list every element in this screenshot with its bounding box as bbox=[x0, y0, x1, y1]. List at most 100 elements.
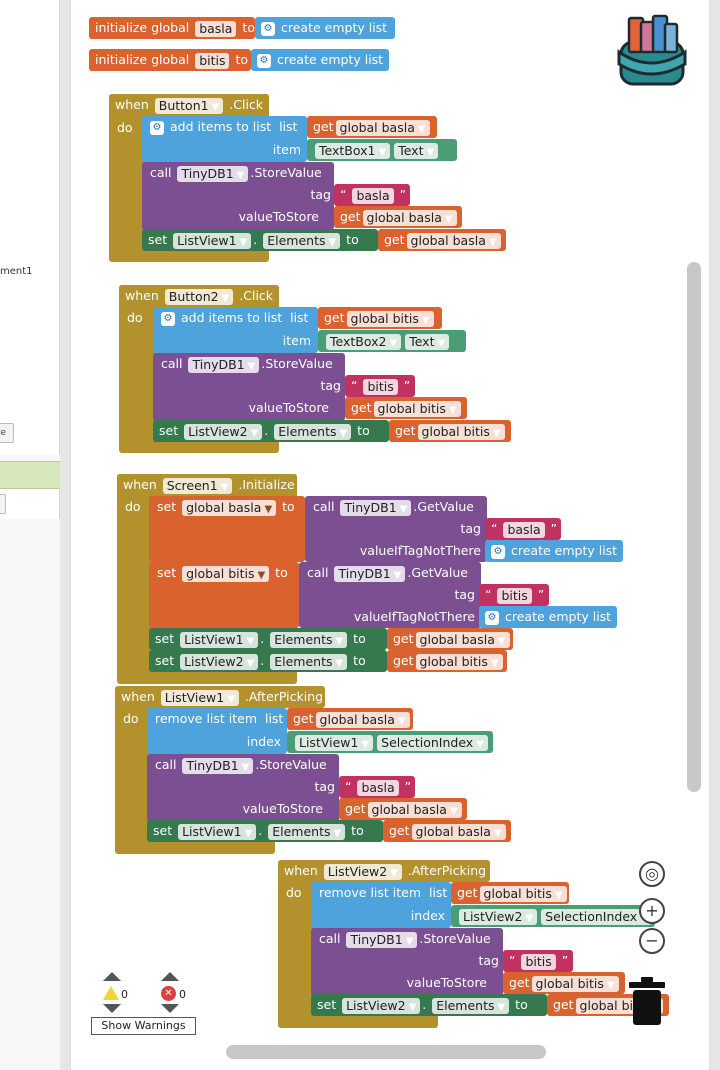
component-dropdown[interactable]: TinyDB1▼ bbox=[334, 565, 406, 582]
property-dropdown[interactable]: Elements▼ bbox=[270, 631, 348, 648]
property-dropdown[interactable]: Elements▼ bbox=[263, 232, 341, 249]
component-dropdown[interactable]: TextBox1▼ bbox=[315, 142, 391, 159]
component-dropdown[interactable]: ListView1▼ bbox=[295, 734, 374, 751]
variable-dropdown[interactable]: global basla▼ bbox=[335, 119, 430, 136]
center-target-icon[interactable]: ◎ bbox=[639, 861, 665, 887]
text-field[interactable]: basla bbox=[357, 779, 399, 796]
variable-dropdown[interactable]: global bitis▼ bbox=[531, 975, 619, 992]
backpack-icon[interactable] bbox=[611, 12, 691, 90]
set-listview-block[interactable]: set ListView2▼. Elements▼ to bbox=[149, 650, 387, 672]
text-block[interactable]: “ bitis ” bbox=[503, 950, 573, 972]
property-dropdown[interactable]: Elements▼ bbox=[274, 423, 352, 440]
component-dropdown[interactable]: Screen1▼ bbox=[162, 477, 233, 494]
variable-dropdown[interactable]: global bitis▼ bbox=[417, 423, 505, 440]
init-global-bitis[interactable]: initialize global bitis to bbox=[89, 49, 251, 71]
component-dropdown[interactable]: TinyDB1▼ bbox=[177, 165, 249, 182]
create-empty-list-block[interactable]: ⚙create empty list bbox=[485, 540, 623, 562]
init-global-basla[interactable]: initialize global basla to bbox=[89, 17, 255, 39]
component-dropdown[interactable]: TinyDB1▼ bbox=[340, 499, 412, 516]
create-empty-list-block[interactable]: ⚙create empty list bbox=[479, 606, 617, 628]
gear-icon[interactable]: ⚙ bbox=[485, 610, 499, 625]
horizontal-scrollbar[interactable] bbox=[226, 1045, 546, 1059]
vertical-scrollbar[interactable] bbox=[687, 262, 701, 792]
show-warnings-button[interactable]: Show Warnings bbox=[91, 1017, 196, 1035]
variable-dropdown[interactable]: global basla▼ bbox=[182, 499, 277, 516]
text-field[interactable]: bitis bbox=[521, 953, 556, 970]
component-dropdown[interactable]: ListView1▼ bbox=[160, 689, 239, 706]
event-header[interactable]: when ListView2▼ .AfterPicking bbox=[278, 860, 490, 882]
component-dropdown[interactable]: ListView2▼ bbox=[180, 653, 259, 670]
event-header[interactable]: when Screen1▼ .Initialize bbox=[117, 474, 297, 496]
blocks-workspace[interactable]: initialize global basla to ⚙create empty… bbox=[70, 0, 710, 1070]
text-block[interactable]: “ basla ” bbox=[339, 776, 415, 798]
gear-icon[interactable]: ⚙ bbox=[261, 21, 275, 36]
remove-list-item-block[interactable] bbox=[147, 708, 287, 754]
var-name-field[interactable]: basla bbox=[195, 20, 237, 37]
remove-list-item-block[interactable] bbox=[311, 882, 451, 928]
component-getter-block[interactable]: TextBox2▼Text▼ bbox=[318, 330, 466, 352]
property-dropdown[interactable]: Text▼ bbox=[405, 333, 450, 350]
property-dropdown[interactable]: Elements▼ bbox=[270, 653, 348, 670]
component-dropdown[interactable]: ListView2▼ bbox=[323, 863, 402, 880]
variable-dropdown[interactable]: global bitis▼ bbox=[346, 310, 434, 327]
var-name-field[interactable]: bitis bbox=[195, 52, 230, 69]
component-dropdown[interactable]: TinyDB1▼ bbox=[346, 931, 418, 948]
variable-dropdown[interactable]: global basla▼ bbox=[315, 711, 410, 728]
component-dropdown[interactable]: TinyDB1▼ bbox=[182, 757, 254, 774]
zoom-out-icon[interactable]: − bbox=[639, 928, 665, 954]
component-dropdown[interactable]: ListView2▼ bbox=[459, 908, 538, 925]
add-items-block[interactable] bbox=[153, 307, 318, 353]
property-dropdown[interactable]: SelectionIndex▼ bbox=[377, 734, 488, 751]
component-dropdown[interactable]: ListView1▼ bbox=[173, 232, 252, 249]
property-dropdown[interactable]: Elements▼ bbox=[432, 997, 510, 1014]
panel-input[interactable] bbox=[0, 494, 6, 514]
text-block[interactable]: “ basla ” bbox=[485, 518, 561, 540]
property-dropdown[interactable]: Elements▼ bbox=[268, 823, 346, 840]
component-dropdown[interactable]: TextBox2▼ bbox=[326, 333, 402, 350]
variable-dropdown[interactable]: global bitis▼ bbox=[182, 565, 270, 582]
create-empty-list-block[interactable]: ⚙create empty list bbox=[251, 49, 389, 71]
errors-down-arrow-icon[interactable] bbox=[161, 1004, 179, 1013]
component-dropdown[interactable]: ListView1▼ bbox=[180, 631, 259, 648]
gear-icon[interactable]: ⚙ bbox=[150, 120, 164, 135]
variable-dropdown[interactable]: global basla▼ bbox=[411, 823, 506, 840]
variable-dropdown[interactable]: global basla▼ bbox=[406, 232, 501, 249]
component-dropdown[interactable]: Button1▼ bbox=[154, 97, 224, 114]
gear-icon[interactable]: ⚙ bbox=[161, 311, 175, 326]
variable-dropdown[interactable]: global bitis▼ bbox=[479, 885, 567, 902]
variable-dropdown[interactable]: global basla▼ bbox=[367, 801, 462, 818]
text-field[interactable]: basla bbox=[352, 187, 394, 204]
set-listview-block[interactable]: set ListView1▼. Elements▼ to bbox=[147, 820, 383, 842]
component-dropdown[interactable]: ListView2▼ bbox=[184, 423, 263, 440]
variable-dropdown[interactable]: global basla▼ bbox=[415, 631, 510, 648]
event-header[interactable]: when Button2▼ .Click bbox=[119, 285, 279, 307]
create-empty-list-block[interactable]: ⚙create empty list bbox=[255, 17, 395, 39]
set-listview-block[interactable]: set ListView2▼. Elements▼ to bbox=[311, 994, 547, 1016]
warnings-down-arrow-icon[interactable] bbox=[103, 1004, 121, 1013]
warnings-up-arrow-icon[interactable] bbox=[103, 972, 121, 981]
variable-dropdown[interactable]: global bitis▼ bbox=[415, 653, 503, 670]
text-field[interactable]: bitis bbox=[497, 587, 532, 604]
errors-up-arrow-icon[interactable] bbox=[161, 972, 179, 981]
component-dropdown[interactable]: ListView1▼ bbox=[178, 823, 257, 840]
component-getter-block[interactable]: ListView2▼SelectionIndex▼ bbox=[451, 905, 655, 927]
variable-dropdown[interactable]: global basla▼ bbox=[362, 209, 457, 226]
set-listview-block[interactable]: set ListView1▼. Elements▼ to bbox=[149, 628, 387, 650]
set-listview-block[interactable]: set ListView2▼. Elements▼ to bbox=[153, 420, 389, 442]
text-block[interactable]: “ bitis ” bbox=[479, 584, 549, 606]
text-field[interactable]: basla bbox=[503, 521, 545, 538]
component-getter-block[interactable]: TextBox1▼Text▼ bbox=[307, 139, 457, 161]
event-header[interactable]: when Button1▼ .Click bbox=[109, 94, 269, 116]
set-listview-block[interactable]: set ListView1▼. Elements▼ to bbox=[142, 229, 378, 251]
gear-icon[interactable]: ⚙ bbox=[491, 544, 505, 559]
